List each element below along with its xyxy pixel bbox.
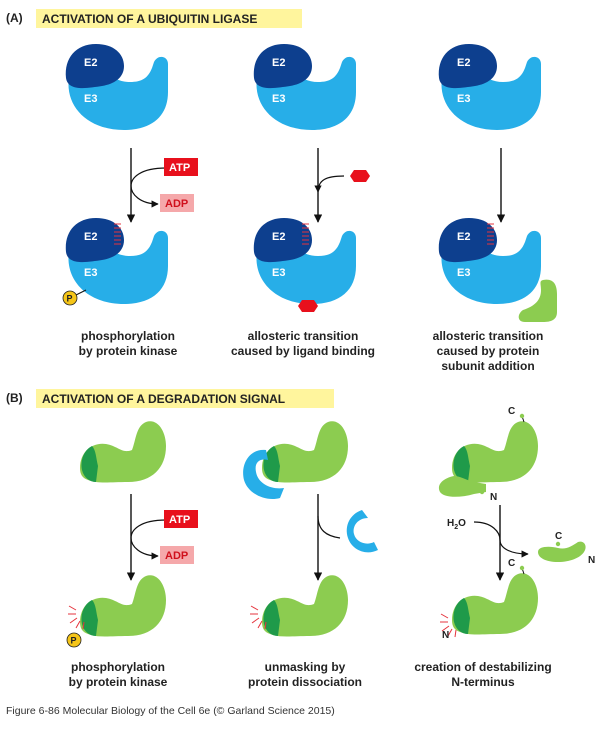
n-terminal-segment [438, 476, 486, 497]
section-a-highlight [36, 9, 302, 28]
e3-label: E3 [457, 93, 470, 105]
phosphate-label: P [67, 294, 73, 304]
c-terminus-label: C [508, 406, 515, 417]
bound-ligand [298, 300, 318, 312]
caption-b3-line2: N-terminus [451, 675, 515, 689]
adp-label: ADP [165, 550, 188, 562]
section-a-title: ACTIVATION OF A UBIQUITIN LIGASE [42, 12, 257, 26]
cleaved-fragment: C N [538, 531, 595, 566]
e2-label: E2 [457, 57, 470, 69]
caption-a3-line3: subunit addition [441, 359, 534, 373]
c-terminus-dot [555, 541, 561, 547]
adp-label: ADP [165, 198, 188, 210]
atp-adp-curve [130, 519, 167, 560]
ligase-inactive-2: E2 E3 [253, 44, 356, 130]
released-masking-protein [346, 510, 378, 553]
c-terminus-label: C [508, 558, 515, 569]
fragment-n-label: N [588, 555, 595, 566]
substrate-masked [243, 421, 348, 500]
dissociation-curve [317, 515, 341, 539]
ligase-column-1: E2 E3 ATP ADP E2 E3 P phosphorylation by… [62, 44, 198, 358]
fragment-c-label: C [555, 531, 562, 542]
signal-column-3: C N H2O C N C N creation of destabilizin… [414, 406, 595, 689]
ligase-column-2: E2 E3 E2 E3 allosteric transition caused… [231, 44, 375, 358]
section-b-title: ACTIVATION OF A DEGRADATION SIGNAL [42, 392, 285, 406]
phosphate-group [62, 290, 78, 306]
caption-a2-line1: allosteric transition [248, 329, 359, 343]
ligase-inactive-3: E2 E3 [438, 44, 541, 130]
ligase-active-3: E2 E3 [438, 218, 557, 322]
n-terminus-dot [479, 489, 485, 495]
cleaved-peptide [538, 541, 586, 562]
section-a-header: (A) ACTIVATION OF A UBIQUITIN LIGASE [6, 9, 302, 28]
atp-badge [164, 158, 198, 176]
added-subunit [518, 279, 557, 322]
adp-badge [160, 194, 194, 212]
ligand-entry-curve [314, 175, 345, 193]
caption-a3-line2: caused by protein [437, 344, 540, 358]
ligase-column-3: E2 E3 E2 E3 allosteric transition caused… [433, 44, 557, 373]
substrate-unmasked [249, 575, 348, 637]
caption-b2-line1: unmasking by [265, 660, 346, 674]
caption-b1-line1: phosphorylation [71, 660, 165, 674]
caption-b1-line2: by protein kinase [69, 675, 168, 689]
phosphate-label: P [71, 636, 77, 646]
section-b-header: (B) ACTIVATION OF A DEGRADATION SIGNAL [6, 389, 334, 408]
c-terminus-dot [519, 413, 525, 419]
atp-badge [164, 510, 198, 528]
e2-label: E2 [84, 57, 97, 69]
e3-label: E3 [272, 93, 285, 105]
ligase-active-1: E2 E3 P [62, 218, 169, 306]
hydrolysis-curve [473, 521, 529, 558]
e3-label: E3 [457, 267, 470, 279]
section-b-letter: (B) [6, 391, 23, 405]
n-terminus-label: N [442, 630, 449, 641]
e3-label: E3 [84, 267, 97, 279]
adp-badge [160, 546, 194, 564]
caption-b2-line2: protein dissociation [248, 675, 362, 689]
e2-label: E2 [457, 231, 470, 243]
caption-a2-line2: caused by ligand binding [231, 344, 375, 358]
e3-label: E3 [272, 267, 285, 279]
atp-label: ATP [169, 514, 190, 526]
caption-b3-line1: creation of destabilizing [414, 660, 551, 674]
atp-label: ATP [169, 162, 190, 174]
atp-adp-curve [130, 167, 167, 208]
signal-column-2: unmasking by protein dissociation [243, 421, 378, 689]
c-terminus-dot [519, 565, 525, 571]
ligase-active-2: E2 E3 [253, 218, 356, 312]
e2-label: E2 [84, 231, 97, 243]
substrate-inactive-1 [80, 421, 166, 483]
section-a-letter: (A) [6, 11, 23, 25]
signal-column-1: ATP ADP P phosphorylation by protein kin… [66, 421, 198, 689]
ligand-molecule [350, 170, 370, 182]
caption-a1-line2: by protein kinase [79, 344, 178, 358]
phosphate-group [66, 632, 82, 648]
figure-credit: Figure 6-86 Molecular Biology of the Cel… [6, 705, 335, 717]
caption-a1-line1: phosphorylation [81, 329, 175, 343]
e2-label: E2 [272, 231, 285, 243]
section-b-highlight [36, 389, 334, 408]
e3-label: E3 [84, 93, 97, 105]
substrate-cleaved: C N [439, 558, 538, 641]
caption-a3-line1: allosteric transition [433, 329, 544, 343]
substrate-uncleaved: C N [438, 406, 538, 503]
substrate-active-1: P [66, 575, 166, 648]
water-label: H2O [447, 518, 466, 531]
e2-label: E2 [272, 57, 285, 69]
n-terminus-label: N [490, 492, 497, 503]
ligase-inactive-1: E2 E3 [65, 44, 169, 130]
